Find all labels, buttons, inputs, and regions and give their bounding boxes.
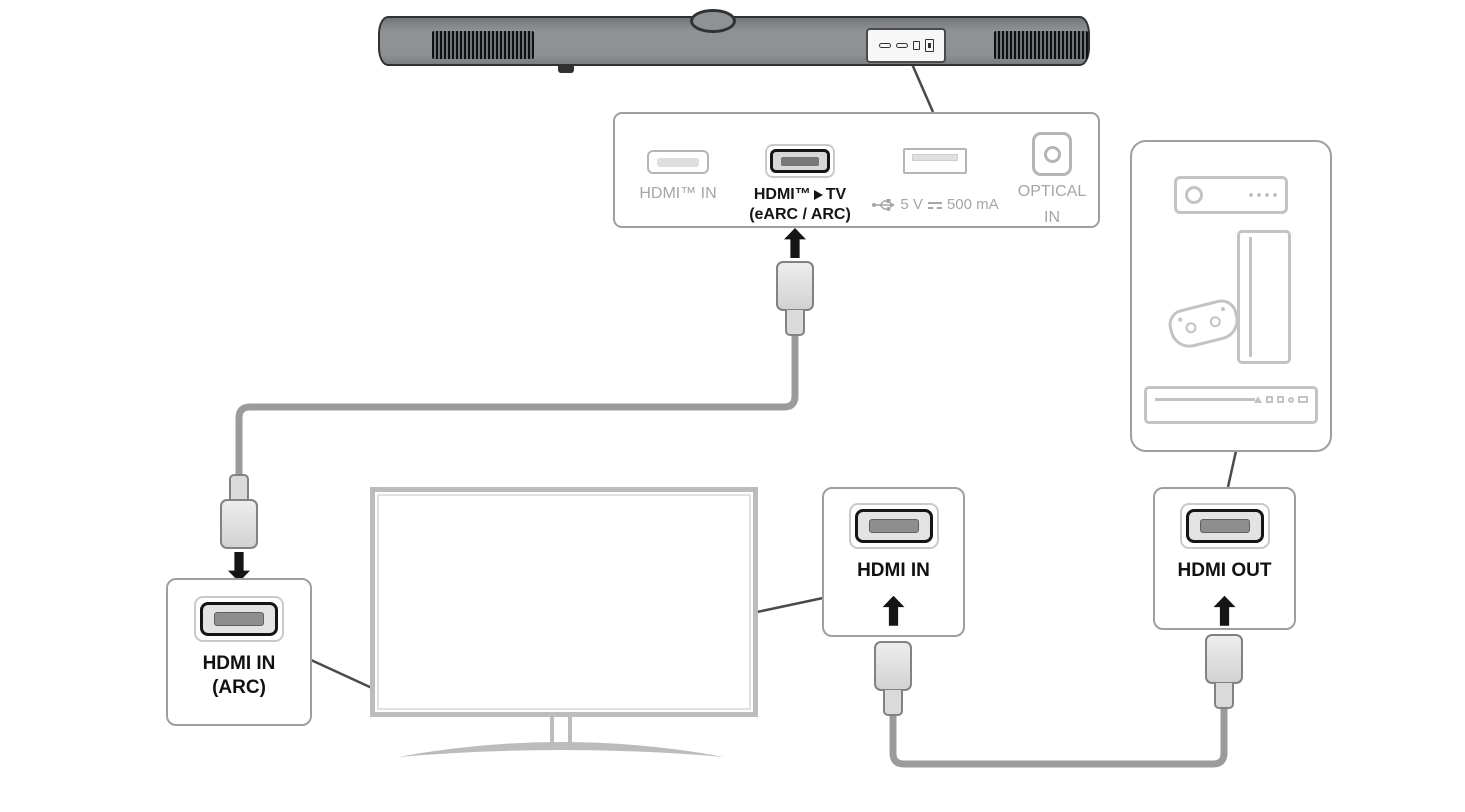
- external-devices-panel: [1130, 140, 1332, 452]
- hdmi-cable-device-to-tv: [889, 706, 1228, 768]
- hdmi-plug-head: [220, 499, 258, 549]
- arrow-up-icon: [1213, 595, 1236, 626]
- tv-hdmi-in-arc-callout: HDMI IN (ARC): [166, 578, 312, 726]
- gamepad-icon: [1165, 296, 1243, 352]
- soundbar-top-speaker-icon: [690, 9, 736, 33]
- hdmi-slot: [868, 519, 919, 533]
- gamepad-stick: [1184, 321, 1198, 335]
- tv-hdmi-in-callout: HDMI IN: [822, 487, 965, 637]
- usb-port-label: 5 V 500 mA: [871, 196, 999, 213]
- gamepad-button: [1220, 306, 1226, 312]
- arrow-up-icon: [784, 228, 806, 258]
- gamepad-button: [1177, 317, 1183, 323]
- hdmi-plug-to-soundbar: [773, 228, 817, 336]
- hdmi-in-arc-port-icon: [200, 602, 278, 636]
- hdmi-out-to-tv-label: HDMI™ TV: [754, 185, 846, 205]
- game-console-icon: [1165, 230, 1293, 372]
- optical-label-line2: IN: [1044, 209, 1060, 226]
- hdmi-plug-to-tv-arc: [217, 474, 261, 582]
- device-hdmi-out-label: HDMI OUT: [1177, 560, 1272, 581]
- soundbar-ports-recess: [866, 28, 946, 63]
- soundbar-left-grille: [432, 31, 534, 59]
- hdmi-plug-neck: [229, 474, 249, 500]
- player-button: [1277, 396, 1284, 403]
- tv: [370, 487, 758, 717]
- soundbar-foot: [558, 64, 574, 73]
- tv-stand-neck: [550, 715, 572, 745]
- usb-port-icon: [903, 148, 967, 174]
- mini-hdmi-port-icon: [895, 43, 908, 48]
- hdmi-port-bezel: [848, 503, 939, 549]
- tv-hdmi-in-port-icon: [854, 509, 933, 543]
- mini-optical-port-icon: [924, 39, 934, 52]
- arrow-up-icon: [882, 595, 905, 626]
- mini-hdmi-port-icon: [878, 43, 891, 48]
- usb-voltage: 5 V: [900, 196, 923, 213]
- usb-port-group: 5 V 500 mA: [867, 114, 1003, 213]
- hdmi-cable-soundbar-to-tv: [235, 330, 799, 486]
- pointer-arc-box-to-tv: [310, 658, 373, 690]
- earc-arc-label: (eARC / ARC): [749, 206, 851, 223]
- hdmi-in-arc-label-line1: HDMI IN: [202, 653, 276, 674]
- hdmi-out-to-tv-port-icon: [770, 149, 830, 173]
- optical-label-line1: OPTICAL: [1017, 183, 1087, 200]
- usb-tongue: [912, 154, 958, 161]
- hdmi-plug-head: [874, 641, 912, 691]
- gamepad-stick: [1208, 315, 1222, 329]
- hdmi-slot: [781, 156, 819, 166]
- hdmi-slot: [657, 157, 699, 167]
- soundbar-right-grille: [994, 31, 1088, 59]
- usb-trident-icon: [872, 198, 896, 211]
- hdmi-label-suffix: TV: [825, 186, 847, 203]
- set-top-box-buttons: [1249, 193, 1277, 197]
- tv-screen: [377, 494, 751, 710]
- device-hdmi-out-port-icon: [1185, 509, 1264, 543]
- optical-in-port-icon: [1032, 132, 1072, 176]
- hdmi-plug-head: [1205, 634, 1243, 684]
- hdmi-plug-neck: [883, 690, 903, 716]
- player-button: [1288, 396, 1294, 403]
- hdmi-out-port-bezel: [765, 144, 835, 178]
- arrow-right-icon: [813, 190, 823, 200]
- usb-current: 500 mA: [946, 196, 999, 213]
- bluray-disc-tray: [1155, 398, 1255, 401]
- hdmi-plug-to-tv-in: [871, 641, 915, 716]
- hdmi-plug-neck: [1214, 683, 1234, 709]
- optical-hole: [1043, 145, 1061, 163]
- hdmi-in-port-group: HDMI™ IN: [623, 114, 733, 204]
- hdmi-plug-neck: [785, 310, 805, 336]
- pointer-hdmi-in-box-to-tv: [756, 596, 824, 614]
- set-top-box-dial: [1185, 186, 1203, 204]
- console-body: [1237, 230, 1291, 364]
- hdmi-label-prefix: HDMI™: [753, 186, 811, 203]
- mini-usb-port-icon: [912, 41, 920, 50]
- hdmi-in-arc-label-line2: (ARC): [212, 676, 266, 698]
- pointer-devices-to-hdmi-out-box: [1226, 450, 1238, 488]
- hdmi-in-port-icon: [647, 150, 709, 174]
- player-display: [1298, 396, 1308, 403]
- soundbar: [378, 9, 1090, 73]
- dc-symbol-icon: [927, 201, 942, 212]
- hdmi-out-to-tv-port-group: HDMI™ TV (eARC / ARC): [741, 114, 859, 225]
- eject-icon: [1254, 396, 1262, 403]
- hdmi-slot: [1199, 519, 1250, 533]
- hdmi-port-bezel: [194, 596, 284, 642]
- optical-in-port-group: OPTICAL IN: [1007, 114, 1097, 228]
- hdmi-port-bezel: [1179, 503, 1270, 549]
- hdmi-in-port-label: HDMI™ IN: [639, 185, 717, 202]
- bluray-player-icon: [1144, 386, 1318, 424]
- player-controls-icons: [1254, 396, 1308, 403]
- tv-stand-base: [398, 742, 724, 757]
- player-button: [1266, 396, 1273, 403]
- hdmi-plug-to-device-out: [1202, 634, 1246, 709]
- device-hdmi-out-callout: HDMI OUT: [1153, 487, 1296, 630]
- hdmi-plug-head: [776, 261, 814, 311]
- set-top-box-icon: [1174, 176, 1288, 214]
- pointer-soundbar-to-panel: [910, 63, 935, 113]
- tv-hdmi-in-label: HDMI IN: [857, 560, 930, 581]
- hdmi-slot: [214, 612, 264, 626]
- soundbar-ports-panel: HDMI™ IN HDMI™ TV (eARC / ARC): [613, 112, 1100, 228]
